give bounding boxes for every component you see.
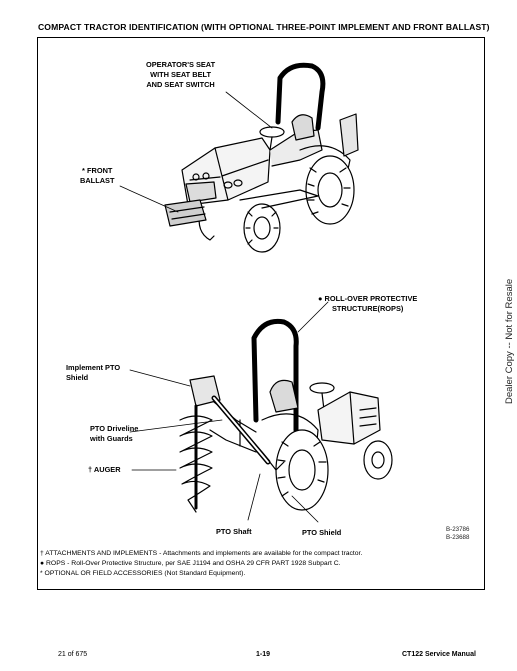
manual-title: CT122 Service Manual [402,651,476,658]
page-number: 1-19 [256,651,271,658]
image-ref-code: B-23688 [446,534,470,541]
callout-line: WITH SEAT BELT [150,70,211,79]
callout-line: AND SEAT SWITCH [146,80,215,89]
callout-line: ● ROLL-OVER PROTECTIVE [318,294,418,303]
callout-line: * FRONT [82,166,113,175]
callout-pto-shield: PTO Shield [302,528,342,537]
callout-auger: † AUGER [88,465,121,474]
callout-pto-driveline: PTO Driveline with Guards [90,424,138,444]
callout-line: PTO Driveline [90,424,139,433]
callout-implement-pto-shield: Implement PTO Shield [66,363,120,383]
page-count: 21 of 675 [58,651,88,658]
callout-front-ballast: * FRONT BALLAST [80,166,115,186]
callout-pto-shaft: PTO Shaft [216,527,252,536]
callout-line: Implement PTO [66,363,121,372]
callout-line: BALLAST [80,176,115,185]
dealer-copy-watermark: Dealer Copy -- Not for Resale [504,278,515,404]
footnote-attachments: † ATTACHMENTS AND IMPLEMENTS - Attachmen… [40,550,363,557]
tractor-rops-auger-illustration [179,318,393,513]
page-title: COMPACT TRACTOR IDENTIFICATION (WITH OPT… [38,22,490,32]
callout-line: with Guards [90,434,133,443]
callout-rops: ● ROLL-OVER PROTECTIVE STRUCTURE(ROPS) [318,294,417,314]
callout-line: STRUCTURE(ROPS) [331,304,404,313]
callout-line: OPERATOR'S SEAT [146,60,216,69]
leader-lines [119,91,329,523]
footnote-rops: ● ROPS - Roll-Over Protective Structure,… [40,560,341,567]
figure-frame [37,37,485,590]
callout-operator-seat: OPERATOR'S SEAT WITH SEAT BELT AND SEAT … [146,60,215,90]
callout-line: Shield [66,373,89,382]
footnote-optional: * OPTIONAL OR FIELD ACCESSORIES (Not Sta… [40,570,246,577]
tractor-front-ballast-illustration [164,62,359,253]
image-reference: B-23786 B-23688 [446,526,469,542]
image-ref-code: B-23786 [446,526,470,533]
